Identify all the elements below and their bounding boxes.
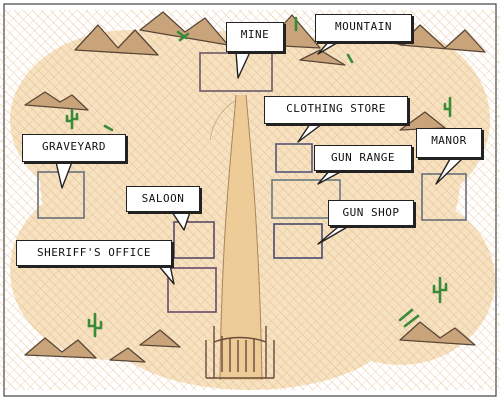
- mountain-label[interactable]: MOUNTAIN: [315, 14, 412, 42]
- gun-range-plot: [271, 179, 341, 219]
- gun-range-label[interactable]: GUN RANGE: [314, 145, 412, 171]
- graveyard-label[interactable]: GRAVEYARD: [22, 134, 126, 162]
- building-plots: [37, 52, 467, 313]
- sheriffs-office-label[interactable]: SHERIFF'S OFFICE: [16, 240, 172, 266]
- main-road: [209, 94, 263, 381]
- clothing-store-label[interactable]: CLOTHING STORE: [264, 96, 408, 124]
- manor-label[interactable]: MANOR: [416, 128, 482, 158]
- mine-label[interactable]: MINE: [226, 22, 284, 52]
- saloon-plot: [173, 221, 215, 259]
- cactus-icon: [65, 16, 452, 338]
- mountain-icon: [24, 11, 486, 363]
- sheriffs-office-plot: [167, 267, 217, 313]
- callout-tails: [55, 39, 463, 285]
- gun-shop-label[interactable]: GUN SHOP: [328, 200, 414, 226]
- clothing-store-plot: [275, 143, 313, 173]
- fence-icon: [205, 326, 275, 379]
- saloon-label[interactable]: SALOON: [126, 186, 200, 212]
